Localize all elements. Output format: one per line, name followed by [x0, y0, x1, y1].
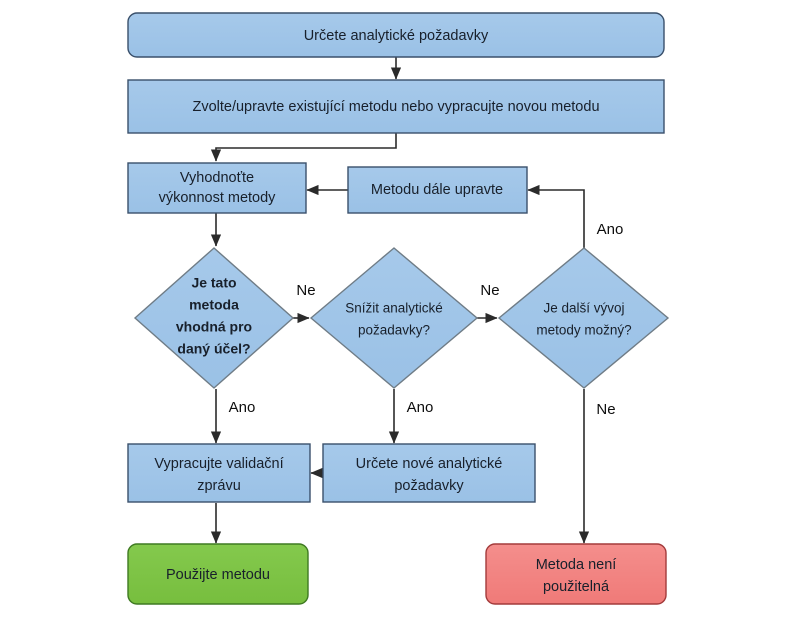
edge-label-further-yes: Ano: [597, 221, 624, 238]
node-decision-reduce-shape[interactable]: [309, 247, 479, 389]
node-validation-report-shape[interactable]: [127, 443, 311, 503]
edge-label-further-no: Ne: [596, 401, 615, 418]
edge-label-suitable-yes: Ano: [229, 399, 256, 416]
node-not-usable[interactable]: Metoda není použitelná: [485, 543, 667, 605]
node-not-usable-shape[interactable]: [485, 543, 667, 605]
node-evaluate-shape[interactable]: [127, 162, 307, 214]
edge-label-reduce-no: Ne: [480, 282, 499, 299]
node-decision-suitable[interactable]: Je tato metoda vhodná pro daný účel?: [133, 247, 295, 389]
node-use-method-shape[interactable]: [127, 543, 309, 605]
node-decision-further[interactable]: Je další vývoj metody možný?: [497, 247, 670, 389]
edge-label-reduce-yes: Ano: [407, 399, 434, 416]
node-new-requirements[interactable]: Určete nové analytické požadavky: [322, 443, 536, 503]
connector-decision3-yes-to-modify: [527, 184, 585, 248]
node-decision-suitable-shape[interactable]: [133, 247, 295, 389]
node-select-method[interactable]: Zvolte/upravte existující metodu nebo vy…: [127, 79, 665, 134]
connector-layer: [210, 57, 590, 544]
node-decision-further-shape[interactable]: [497, 247, 670, 389]
node-select-method-shape[interactable]: [127, 79, 665, 134]
node-new-requirements-shape[interactable]: [322, 443, 536, 503]
node-evaluate[interactable]: Vyhodnoťte výkonnost metody: [127, 162, 307, 214]
node-start[interactable]: Určete analytické požadavky: [127, 12, 665, 58]
edge-label-suitable-no: Ne: [296, 282, 315, 299]
node-validation-report[interactable]: Vypracujte validační zprávu: [127, 443, 311, 503]
node-use-method[interactable]: Použijte metodu: [127, 543, 309, 605]
node-start-shape[interactable]: [127, 12, 665, 58]
node-decision-reduce[interactable]: Snížit analytické požadavky?: [309, 247, 479, 389]
edge-label-layer: Ne Ano Ne Ano Ano Ne: [229, 221, 624, 418]
node-modify[interactable]: Metodu dále upravte: [347, 166, 528, 214]
node-modify-shape[interactable]: [347, 166, 528, 214]
connector-select-to-evaluate: [210, 133, 397, 162]
